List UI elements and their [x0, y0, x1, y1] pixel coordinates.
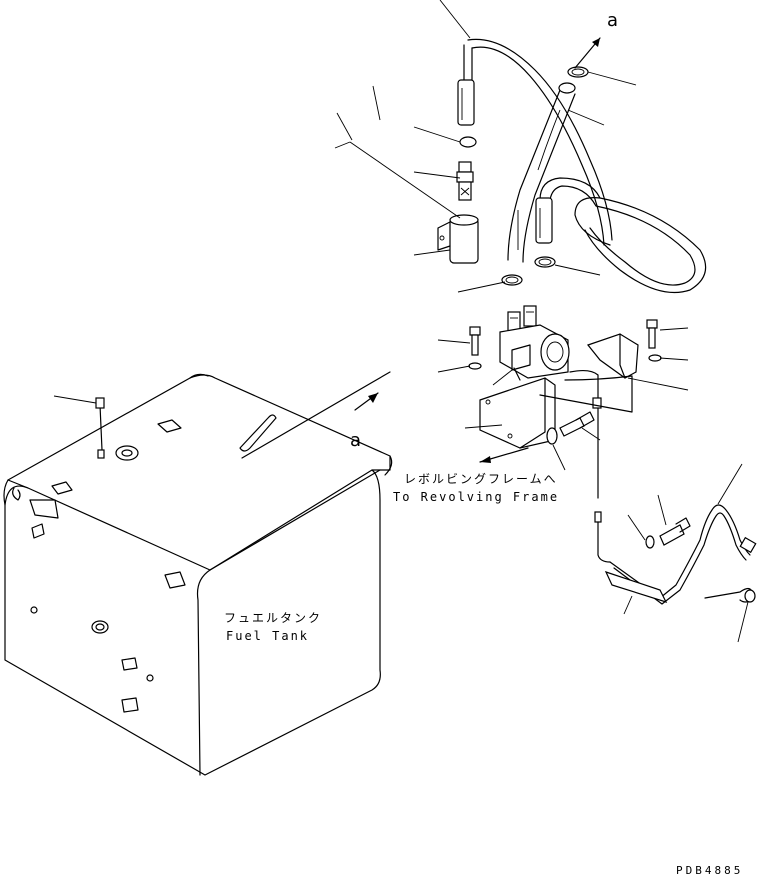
leader-lines: [53, 0, 749, 643]
fuel-tank: [3, 373, 393, 776]
fuel-pump: [468, 305, 662, 563]
revolving-frame-label-en: To Revolving Frame: [393, 490, 559, 504]
fuel-tank-label-jp: フュエルタンク: [224, 611, 322, 625]
drawing-code: PDB4885: [676, 864, 743, 877]
fuel-tank-label-en: Fuel Tank: [226, 629, 309, 643]
arrow-ref-top: a: [607, 10, 618, 31]
revolving-frame-label-jp: レボルビングフレームへ: [404, 472, 558, 486]
hose-assembly: [437, 38, 707, 294]
fuel-line-bracket: [604, 504, 757, 605]
arrow-ref-tank: a: [350, 430, 361, 451]
